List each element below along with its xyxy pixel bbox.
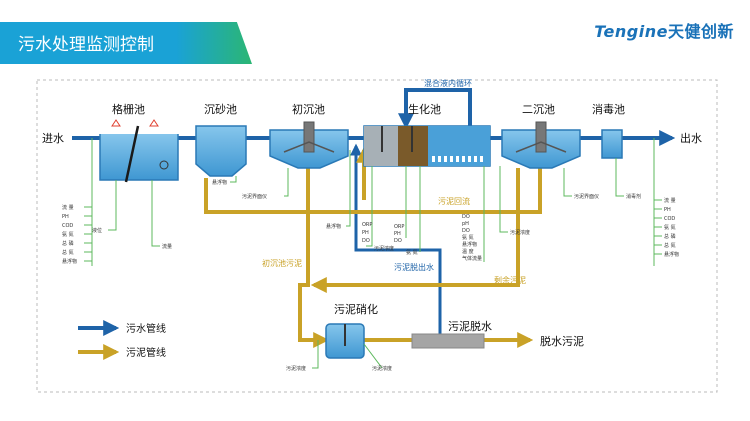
inlet-sensor-5: 总 氮 — [62, 249, 74, 256]
disinfect-chem-sensor: 消毒剂 — [626, 193, 641, 200]
outlet-sensor-2: COD — [664, 216, 675, 222]
bio-label: 生化池 — [408, 102, 441, 116]
sludge-lines — [204, 146, 542, 348]
diagram-frame — [36, 79, 718, 393]
bio-c-sensor-3: 氨 氮 — [462, 234, 474, 241]
outlet-sensor-5: 总 氮 — [664, 242, 676, 249]
dewater-effluent-label: 污泥脱出水 — [394, 262, 434, 272]
mixed-return-label: 混合液内循环 — [424, 78, 472, 88]
sludge-return-label: 污泥回流 — [438, 196, 470, 206]
bio-tank — [363, 125, 491, 167]
bio-a-sensor-1: PH — [362, 230, 369, 236]
primary-interface-sensor: 污泥界面仪 — [242, 193, 267, 200]
secondary-clarifier — [501, 121, 581, 169]
primary-clarifier — [269, 121, 349, 169]
dewater-unit — [411, 333, 485, 349]
bio-b-sensor-1: PH — [394, 231, 401, 237]
inlet-sensor-4: 总 磷 — [62, 240, 74, 247]
legend-sludge-label: 污泥管线 — [126, 346, 166, 359]
digest-conc-sensor-b: 污泥浓度 — [372, 365, 392, 372]
page-title: 污水处理监测控制 — [18, 35, 154, 55]
grit-tank — [195, 125, 247, 177]
grit-ss-sensor: 悬浮物 — [212, 179, 227, 186]
brand-logo: Tengine天健创新 — [594, 18, 734, 42]
screen-level-sensor: 液位 — [92, 227, 102, 234]
outlet-sensor-3: 氨 氮 — [664, 224, 676, 231]
bio-c-sensor-5: 温 度 — [462, 248, 474, 255]
bio-c-sensor-1: pH — [462, 221, 469, 227]
bio-c-sensor-0: DO — [462, 214, 470, 220]
main-water-line — [72, 88, 676, 336]
digest-conc-sensor-a: 污泥浓度 — [286, 365, 306, 372]
bio-a-sensor-2: DO — [362, 238, 370, 244]
bio-d-sensor: 污泥浓度 — [510, 229, 530, 236]
screen-flow-sensor: 流量 — [162, 243, 172, 250]
bio-a-sensor-0: ORP — [362, 222, 372, 228]
bio-b-sensor-0: ORP — [394, 224, 404, 230]
screen-tank — [99, 119, 179, 183]
bio-b-sensor-2: DO — [394, 238, 402, 244]
disinfect-tank — [601, 129, 623, 159]
primary-sludge-label: 初沉池污泥 — [262, 258, 302, 268]
secondary-interface-sensor: 污泥界面仪 — [574, 193, 599, 200]
screen-label: 格栅池 — [112, 102, 145, 116]
outlet-sensor-0: 流 量 — [664, 197, 676, 204]
dewatered-sludge-label: 脱水污泥 — [540, 334, 584, 348]
outlet-sensor-4: 总 磷 — [664, 233, 676, 240]
primary-label: 初沉池 — [292, 102, 325, 116]
inlet-sensor-0: 流 量 — [62, 204, 74, 211]
inlet-sensor-1: PH — [62, 214, 69, 220]
excess-sludge-label: 剩余污泥 — [494, 275, 526, 285]
bio-c-sensor-6: 气体流量 — [462, 255, 482, 262]
brand-name-cn: 天健创新 — [667, 22, 734, 41]
dewater-label: 污泥脱水 — [448, 319, 492, 333]
brand-name-en: Tengine — [594, 22, 668, 41]
bio-b-sensor-3: 氨 氮 — [406, 249, 418, 256]
inlet-sensor-3: 氨 氮 — [62, 231, 74, 238]
bio-conc-sensor: 污泥浓度 — [374, 245, 394, 252]
bio-c-sensor-4: 悬浮物 — [462, 241, 477, 248]
secondary-label: 二沉池 — [522, 103, 555, 116]
outlet-sensor-1: PH — [664, 207, 671, 213]
legend-water-label: 污水管线 — [126, 322, 166, 335]
digester-tank — [325, 323, 365, 359]
bio-c-sensor-2: DO — [462, 228, 470, 234]
grit-label: 沉砂池 — [204, 103, 237, 116]
outlet-label: 出水 — [680, 131, 702, 145]
disinfect-label: 消毒池 — [592, 102, 625, 116]
sensor-lines — [84, 138, 662, 369]
inlet-label: 进水 — [42, 132, 64, 145]
inlet-sensor-2: COD — [62, 223, 73, 229]
inlet-sensor-6: 悬浮物 — [62, 258, 77, 265]
outlet-sensor-6: 悬浮物 — [664, 251, 679, 258]
digest-label: 污泥硝化 — [334, 302, 378, 316]
bio-ss-sensor: 悬浮物 — [326, 223, 341, 230]
header-banner: 污水处理监测控制 — [0, 22, 252, 64]
